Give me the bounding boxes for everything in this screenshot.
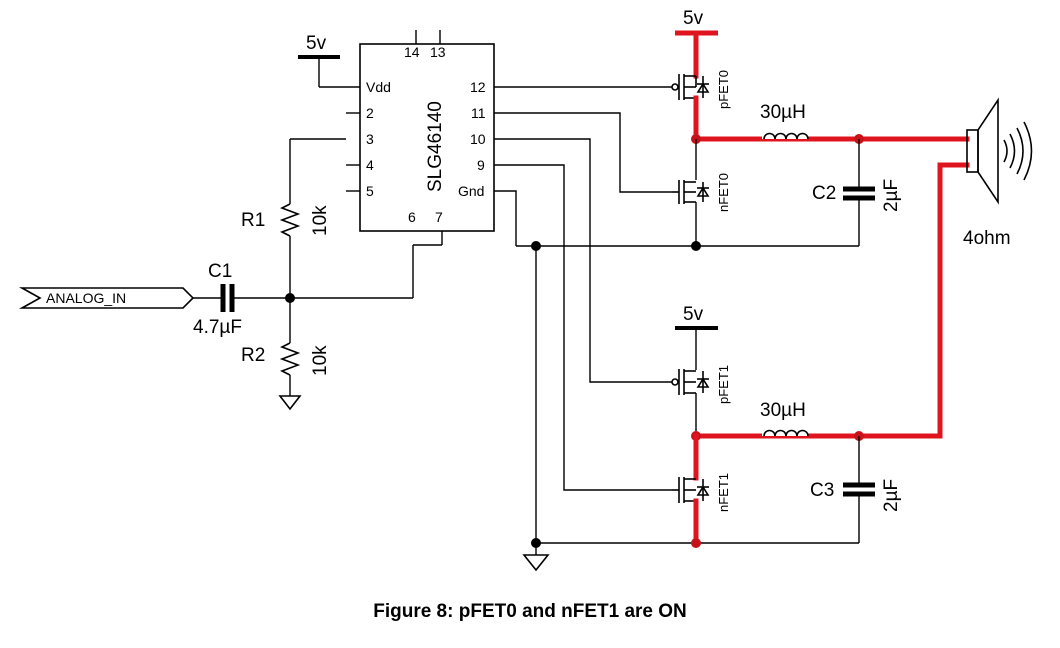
pfet0-transistor: pFET0 [671,70,731,109]
c3-value: 2µF [881,479,902,512]
pin-2: 2 [366,105,374,121]
nfet1-label: nFET1 [716,473,731,512]
ic-slg46140: 14 13 Vdd 2 3 4 5 12 11 10 9 Gnd 6 7 SLG… [346,30,495,245]
c3-ref: C3 [810,480,834,501]
pfet0-label: pFET0 [716,70,731,109]
gate-wires [494,86,672,491]
c1-ref: C1 [208,261,232,282]
chip-supply-label: 5v [306,33,327,54]
pin-vdd: Vdd [366,79,391,95]
top-supply-label: 5v [683,8,704,29]
pfet1-label: pFET1 [716,365,731,404]
figure-caption: Figure 8: pFET0 and nFET1 are ON [373,601,687,622]
analog-in-label: ANALOG_IN [46,290,126,306]
speaker-value: 4ohm [963,228,1011,249]
ground-symbol-main [522,554,550,572]
c1-value: 4.7µF [193,317,242,338]
pin-7: 7 [435,209,443,225]
l2-inductor [763,429,809,437]
lower-half-bridge: 5v pFET1 30µH [671,304,943,548]
ic-body [359,43,495,232]
pin-9: 9 [477,157,485,173]
ground-net [516,241,859,572]
pin-3: 3 [366,131,374,147]
pin-12: 12 [470,79,486,95]
pin-5: 5 [366,183,374,199]
speaker: 4ohm [937,97,1033,439]
c2-ref: C2 [812,183,836,204]
r2-value: 10k [310,345,331,376]
r1-ref: R1 [241,210,265,231]
nfet0-transistor: nFET0 [672,173,731,212]
ic-part-name: SLG46140 [425,101,446,192]
chip-supply: 5v [298,33,360,88]
l1-value: 30µH [760,102,806,123]
r2-ref: R2 [241,345,265,366]
nfet1-transistor: nFET1 [672,473,731,512]
pin-14: 14 [404,44,420,60]
analog-in-port [18,287,195,309]
input-network: ANALOG_IN C1 4.7µF R1 10k R2 10k [18,138,442,411]
pin-13: 13 [430,44,446,60]
pin-10: 10 [470,131,486,147]
r1-value: 10k [310,205,331,236]
nfet0-label: nFET0 [716,173,731,212]
mid-supply-label: 5v [683,304,704,325]
speaker-cone [977,97,999,205]
pin-4: 4 [366,157,374,173]
pin-6: 6 [408,209,416,225]
ground-symbol-r2 [278,395,302,411]
c2-value: 2µF [881,179,902,212]
l1-inductor [763,132,809,140]
r2-resistor [279,342,301,376]
pfet1-transistor: pFET1 [671,365,731,404]
l2-value: 30µH [760,400,806,421]
pin-11: 11 [471,105,486,121]
upper-half-bridge: 5v pFET0 30µH [671,8,970,251]
r1-resistor [279,203,301,237]
pin-gnd: Gnd [458,183,484,199]
